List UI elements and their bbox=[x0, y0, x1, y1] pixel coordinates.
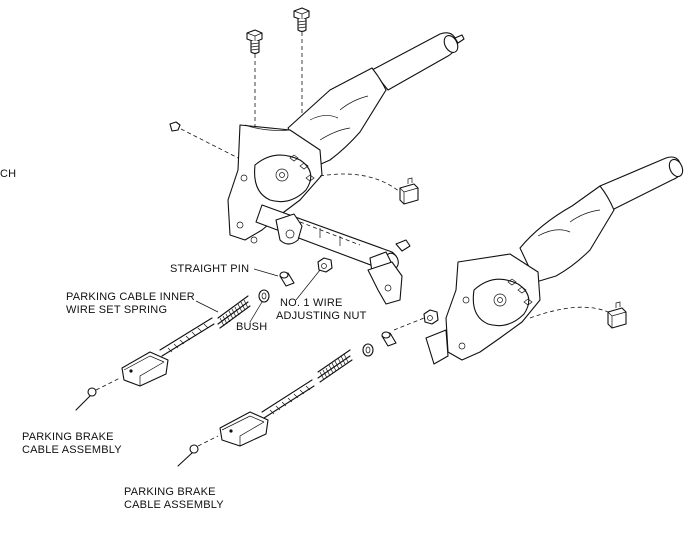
edge-fragment-label: CH bbox=[0, 168, 17, 180]
small-screw bbox=[169, 121, 247, 163]
bolt-right bbox=[293, 7, 310, 33]
bush-right bbox=[362, 343, 374, 357]
straight-pin-left bbox=[279, 271, 295, 287]
straight-pin-right bbox=[381, 331, 397, 347]
no1-wire-label-line1: NO. 1 WIRE bbox=[280, 297, 343, 309]
cable-assembly-right bbox=[177, 379, 315, 467]
cable-assembly-2-label-line2: CABLE ASSEMBLY bbox=[124, 499, 224, 511]
cable-spring-label-line2: WIRE SET SPRING bbox=[66, 304, 168, 316]
cable-spring-left bbox=[217, 295, 251, 329]
cable-assembly-1-label-line1: PARKING BRAKE bbox=[22, 431, 114, 443]
cable-spring-right bbox=[317, 349, 353, 383]
parking-brake-lever-lower bbox=[425, 156, 684, 365]
parking-brake-lever-upper bbox=[227, 32, 465, 305]
cable-assembly-1-label-line2: CABLE ASSEMBLY bbox=[22, 444, 122, 456]
switch-connector-lower bbox=[529, 301, 627, 329]
adjusting-nut-left bbox=[317, 257, 333, 273]
cable-spring-label-line1: PARKING CABLE INNER bbox=[66, 291, 195, 303]
bush-left bbox=[258, 289, 270, 303]
leader-lines bbox=[195, 268, 321, 323]
cable-assembly-2-label-line1: PARKING BRAKE bbox=[124, 486, 216, 498]
bolt-left bbox=[246, 29, 263, 55]
switch-connector-upper bbox=[319, 173, 419, 205]
straight-pin-label: STRAIGHT PIN bbox=[170, 263, 250, 275]
bush-label: BUSH bbox=[236, 321, 268, 333]
cable-assembly-left bbox=[75, 317, 215, 411]
adjusting-nut-right bbox=[423, 309, 439, 325]
no1-wire-label-line2: ADJUSTING NUT bbox=[276, 310, 367, 322]
